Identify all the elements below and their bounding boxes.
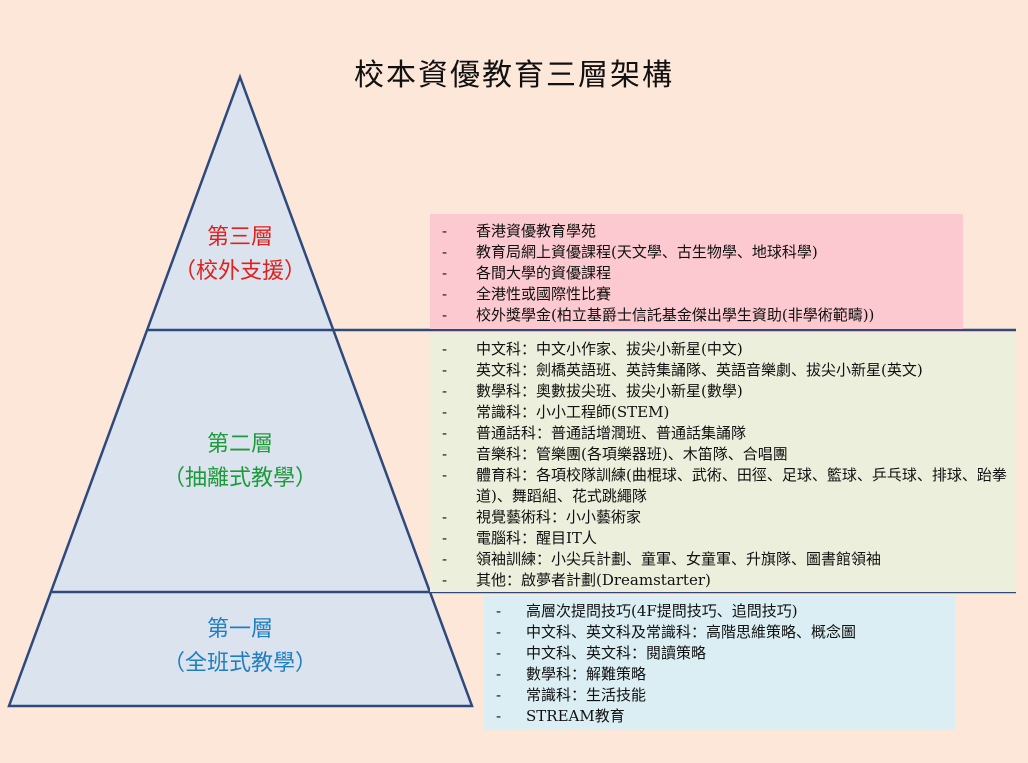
bullet-dash: - <box>442 382 448 400</box>
list-item: - 英文科：劍橋英語班、英詩集誦隊、英語音樂劇、拔尖小新星(英文) <box>442 360 1016 381</box>
bullet-dash: - <box>496 644 502 662</box>
list-item: - 其他：啟夢者計劃(Dreamstarter) <box>442 570 1016 591</box>
layer2-label: 第二層 （抽離式教學） <box>130 428 350 496</box>
layer1-box: - 高層次提問技巧(4F提問技巧、追問技巧) - 中文科、英文科及常識科：高階思維策略… <box>484 596 955 730</box>
bullet-dash: - <box>496 707 502 725</box>
list-item: - 數學科：解難策略 <box>496 664 955 685</box>
list-item-text: 校外獎學金(柏立基爵士信託基金傑出學生資助(非學術範疇)) <box>476 306 875 324</box>
list-item: - 中文科、英文科及常識科：高階思維策略、概念圖 <box>496 622 955 643</box>
layer2-name: 第二層 <box>206 432 273 457</box>
list-item-text: 數學科：奧數拔尖班、拔尖小新星(數學) <box>476 382 743 400</box>
list-item: - 常識科：生活技能 <box>496 685 955 706</box>
list-item-text: 高層次提問技巧(4F提問技巧、追問技巧) <box>526 602 798 620</box>
list-item: - 校外獎學金(柏立基爵士信託基金傑出學生資助(非學術範疇)) <box>442 305 963 326</box>
list-item-text: 視覺藝術科：小小藝術家 <box>476 508 642 526</box>
list-item-text: 中文科、英文科及常識科：高階思維策略、概念圖 <box>526 623 857 641</box>
bullet-dash: - <box>442 285 448 303</box>
list-item-text: 常識科：小小工程師(STEM) <box>476 403 670 421</box>
bullet-dash: - <box>442 571 448 589</box>
bullet-dash: - <box>442 264 448 282</box>
bullet-dash: - <box>442 340 448 358</box>
list-item: - 香港資優教育學苑 <box>442 221 963 242</box>
list-item-text: STREAM教育 <box>526 707 625 725</box>
bullet-dash: - <box>442 550 448 568</box>
bullet-dash: - <box>442 466 448 484</box>
layer1-label: 第一層 （全班式教學） <box>130 613 350 681</box>
bullet-dash: - <box>496 665 502 683</box>
bullet-dash: - <box>442 361 448 379</box>
list-item: - 領袖訓練：小尖兵計劃、童軍、女童軍、升旗隊、圖書館領袖 <box>442 549 1016 570</box>
diagram-title: 校本資優教育三層架構 <box>354 58 674 93</box>
list-item-text: 英文科：劍橋英語班、英詩集誦隊、英語音樂劇、拔尖小新星(英文) <box>476 361 923 379</box>
list-item-text: 領袖訓練：小尖兵計劃、童軍、女童軍、升旗隊、圖書館領袖 <box>476 550 882 568</box>
list-item-text: 教育局網上資優課程(天文學、古生物學、地球科學) <box>476 243 818 261</box>
layer2-list: - 中文科：中文小作家、拔尖小新星(中文) - 英文科：劍橋英語班、英詩集誦隊、英語音… <box>442 339 1016 591</box>
list-item: - 中文科：中文小作家、拔尖小新星(中文) <box>442 339 1016 360</box>
list-item: - 常識科：小小工程師(STEM) <box>442 402 1016 423</box>
list-item: - 各間大學的資優課程 <box>442 263 963 284</box>
list-item-text: 各間大學的資優課程 <box>476 264 612 282</box>
bullet-dash: - <box>496 623 502 641</box>
layer1-list: - 高層次提問技巧(4F提問技巧、追問技巧) - 中文科、英文科及常識科：高階思維策略… <box>496 601 955 727</box>
list-item: - 全港性或國際性比賽 <box>442 284 963 305</box>
bullet-dash: - <box>496 602 502 620</box>
bullet-dash: - <box>442 445 448 463</box>
pyramid-shape <box>7 73 474 708</box>
bullet-dash: - <box>442 403 448 421</box>
layer1-subtitle: （全班式教學） <box>162 651 317 676</box>
list-item: - 普通話科：普通話增潤班、普通話集誦隊 <box>442 423 1016 444</box>
list-item-text: 體育科：各項校隊訓練(曲棍球、武術、田徑、足球、籃球、乒乓球、排球、跆拳道)、舞… <box>476 466 1007 505</box>
list-item: - 高層次提問技巧(4F提問技巧、追問技巧) <box>496 601 955 622</box>
layer1-name: 第一層 <box>206 617 273 642</box>
list-item: - 體育科：各項校隊訓練(曲棍球、武術、田徑、足球、籃球、乒乓球、排球、跆拳道)、… <box>442 465 1016 507</box>
layer3-name: 第三層 <box>206 225 273 250</box>
layer3-label: 第三層 （校外支援） <box>130 221 350 289</box>
list-item: - 電腦科：醒目IT人 <box>442 528 1016 549</box>
list-item: - 視覺藝術科：小小藝術家 <box>442 507 1016 528</box>
bullet-dash: - <box>442 306 448 324</box>
bullet-dash: - <box>442 529 448 547</box>
list-item-text: 全港性或國際性比賽 <box>476 285 612 303</box>
list-item-text: 電腦科：醒目IT人 <box>476 529 597 547</box>
list-item-text: 數學科：解難策略 <box>526 665 647 683</box>
layer2-box: - 中文科：中文小作家、拔尖小新星(中文) - 英文科：劍橋英語班、英詩集誦隊、英語音… <box>430 334 1016 592</box>
bullet-dash: - <box>442 424 448 442</box>
list-item: - STREAM教育 <box>496 706 955 727</box>
list-item: - 數學科：奧數拔尖班、拔尖小新星(數學) <box>442 381 1016 402</box>
bullet-dash: - <box>496 686 502 704</box>
layer3-list: - 香港資優教育學苑 - 教育局網上資優課程(天文學、古生物學、地球科學) - 各間大學的… <box>442 221 963 326</box>
list-item-text: 中文科：中文小作家、拔尖小新星(中文) <box>476 340 743 358</box>
list-item: - 中文科、英文科：閱讀策略 <box>496 643 955 664</box>
layer3-box: - 香港資優教育學苑 - 教育局網上資優課程(天文學、古生物學、地球科學) - 各間大學的… <box>430 214 963 329</box>
list-item-text: 其他：啟夢者計劃(Dreamstarter) <box>476 571 711 589</box>
list-item-text: 常識科：生活技能 <box>526 686 647 704</box>
list-item-text: 中文科、英文科：閱讀策略 <box>526 644 707 662</box>
bullet-dash: - <box>442 243 448 261</box>
bullet-dash: - <box>442 508 448 526</box>
list-item: - 音樂科：管樂團(各項樂器班)、木笛隊、合唱團 <box>442 444 1016 465</box>
list-item-text: 音樂科：管樂團(各項樂器班)、木笛隊、合唱團 <box>476 445 788 463</box>
list-item-text: 香港資優教育學苑 <box>476 222 597 240</box>
layer3-subtitle: （校外支援） <box>173 259 306 284</box>
layer2-subtitle: （抽離式教學） <box>162 466 317 491</box>
list-item-text: 普通話科：普通話增潤班、普通話集誦隊 <box>476 424 747 442</box>
list-item: - 教育局網上資優課程(天文學、古生物學、地球科學) <box>442 242 963 263</box>
bullet-dash: - <box>442 222 448 240</box>
